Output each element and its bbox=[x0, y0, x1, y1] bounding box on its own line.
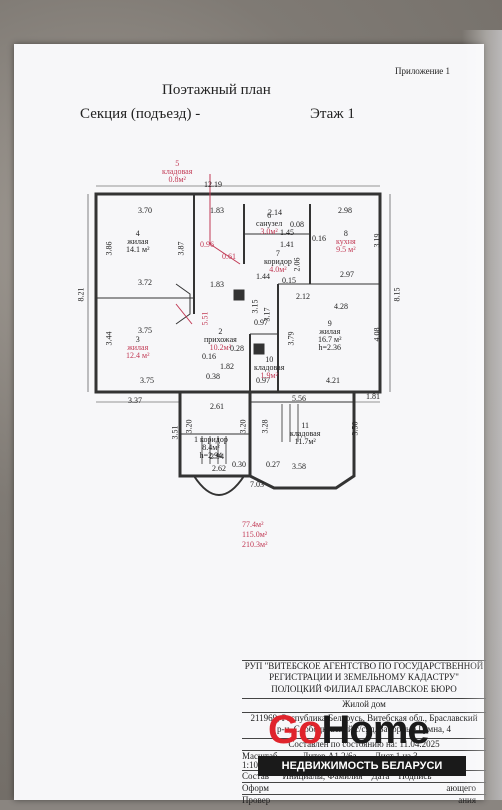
dim-label: 2.98 bbox=[338, 206, 352, 215]
dim-label: 1.83 bbox=[210, 206, 224, 215]
dim-label: 0.61 bbox=[222, 252, 236, 261]
dim-label: 4.28 bbox=[334, 302, 348, 311]
dim-label: 3.86 bbox=[104, 241, 114, 256]
chimney bbox=[253, 343, 265, 355]
dim-label: 3.72 bbox=[138, 278, 152, 287]
dim-label: 3.50 bbox=[350, 421, 360, 436]
dim-label: 2.14 bbox=[268, 208, 282, 217]
dim-label: 1.41 bbox=[280, 240, 294, 249]
org-line-2: РЕГИСТРАЦИИ И ЗЕМЕЛЬНОМУ КАДАСТРУ" bbox=[269, 672, 459, 682]
dim-label: 3.70 bbox=[138, 206, 152, 215]
dim-label: 3.15 bbox=[250, 299, 260, 314]
dim-label: 3.20 bbox=[184, 419, 194, 434]
dim-label: 8.15 bbox=[392, 287, 402, 302]
address-line-2: р-н, Слободковский с/с, д. Заборные Гумн… bbox=[276, 724, 452, 734]
dim-label: 0.27 bbox=[266, 460, 280, 469]
dim-label: 5.51 bbox=[200, 311, 210, 326]
dim-label: 2.61 bbox=[210, 402, 224, 411]
dim-label: 1.82 bbox=[220, 362, 234, 371]
bay-window bbox=[193, 475, 245, 496]
dim-label: 2.94 bbox=[210, 452, 224, 461]
total-area-useful: 115.0м² bbox=[242, 530, 268, 539]
dim-label: 1.83 bbox=[210, 280, 224, 289]
document-sheet: Приложение 1 Поэтажный план Секция (подъ… bbox=[14, 44, 486, 805]
dim-label: 3.20 bbox=[238, 419, 248, 434]
section-label: Секция (подъезд) - bbox=[80, 106, 201, 122]
dim-label: 5.56 bbox=[292, 394, 306, 403]
logo-tagline: НЕДВИЖИМОСТЬ БЕЛАРУСИ bbox=[258, 756, 466, 776]
storage-wall bbox=[248, 392, 356, 490]
dim-label: 0.16 bbox=[202, 352, 216, 361]
org-line-1: РУП "ВИТЕБСКОЕ АГЕНТСТВО ПО ГОСУДАРСТВЕН… bbox=[242, 660, 486, 671]
object-name: Жилой дом bbox=[242, 698, 486, 709]
dim-label: 3.75 bbox=[140, 376, 154, 385]
dim-label: 3.87 bbox=[176, 241, 186, 256]
dim-label: 2.06 bbox=[292, 257, 302, 272]
dim-label: 0.30 bbox=[232, 460, 246, 469]
dim-label: 0.16 bbox=[312, 234, 326, 243]
dim-label: 2.97 bbox=[340, 270, 354, 279]
logo-wordmark: GoHome bbox=[268, 708, 430, 752]
scale-value: 1:100 bbox=[242, 760, 263, 770]
outer-wall bbox=[94, 192, 382, 394]
dim-label: 0.15 bbox=[282, 276, 296, 285]
signature-row-1: Оформ ающего bbox=[242, 782, 486, 793]
sleeve-reflection bbox=[462, 30, 502, 800]
dim-label: 3.37 bbox=[128, 396, 142, 405]
dim-label: 4.21 bbox=[326, 376, 340, 385]
dim-label: 3.44 bbox=[104, 331, 114, 346]
scale-value-row: 1:100 bbox=[242, 760, 486, 770]
dim-label: 3.51 bbox=[170, 425, 180, 440]
dim-label: 12.19 bbox=[204, 180, 222, 189]
dim-label: 1.81 bbox=[366, 392, 380, 401]
dim-label: 3.19 bbox=[372, 233, 382, 248]
dim-label: 7.03 bbox=[250, 480, 264, 489]
dim-label: 0.38 bbox=[206, 372, 220, 381]
dim-label: 4.08 bbox=[372, 327, 382, 342]
address-line-1: 211969, Республика Беларусь, Витебская о… bbox=[242, 712, 486, 723]
dim-label: 1.45 bbox=[280, 228, 294, 237]
floor-label: Этаж 1 bbox=[310, 106, 355, 122]
pantry-marker bbox=[209, 243, 241, 265]
dim-label: 0.96 bbox=[200, 240, 214, 249]
dim-label: 0.28 bbox=[230, 344, 244, 353]
dim-label: 0.97 bbox=[256, 376, 270, 385]
dim-label: 8.21 bbox=[76, 287, 86, 302]
total-area-living: 77.4м² bbox=[242, 520, 264, 529]
total-area-full: 210.3м² bbox=[242, 540, 268, 549]
dim-label: 0.97 bbox=[254, 318, 268, 327]
dim-label: 2.12 bbox=[296, 292, 310, 301]
dim-label: 1.44 bbox=[256, 272, 270, 281]
dim-label: 3.17 bbox=[262, 307, 272, 322]
page-title: Поэтажный план bbox=[162, 82, 271, 98]
org-line-3: ПОЛОЦКИЙ ФИЛИАЛ БРАСЛАВСКОЕ БЮРО bbox=[271, 684, 457, 694]
appendix-label: Приложение 1 bbox=[395, 66, 451, 76]
floor-plan bbox=[87, 174, 391, 496]
dim-label: 2.62 bbox=[212, 464, 226, 473]
dim-label: 0.08 bbox=[290, 220, 304, 229]
stair-mark bbox=[175, 283, 191, 325]
survey-date: Составлен по состоянию на: 11.04.2025 bbox=[242, 738, 486, 749]
dim-label: 3.58 bbox=[292, 462, 306, 471]
chimney bbox=[233, 289, 245, 301]
dim-label: 3.75 bbox=[138, 326, 152, 335]
dim-label: 3.28 bbox=[260, 419, 270, 434]
gohome-watermark-logo: GoHome НЕДВИЖИМОСТЬ БЕЛАРУСИ bbox=[258, 706, 466, 780]
dim-label: 3.79 bbox=[286, 331, 296, 346]
pantry-marker bbox=[175, 303, 193, 325]
